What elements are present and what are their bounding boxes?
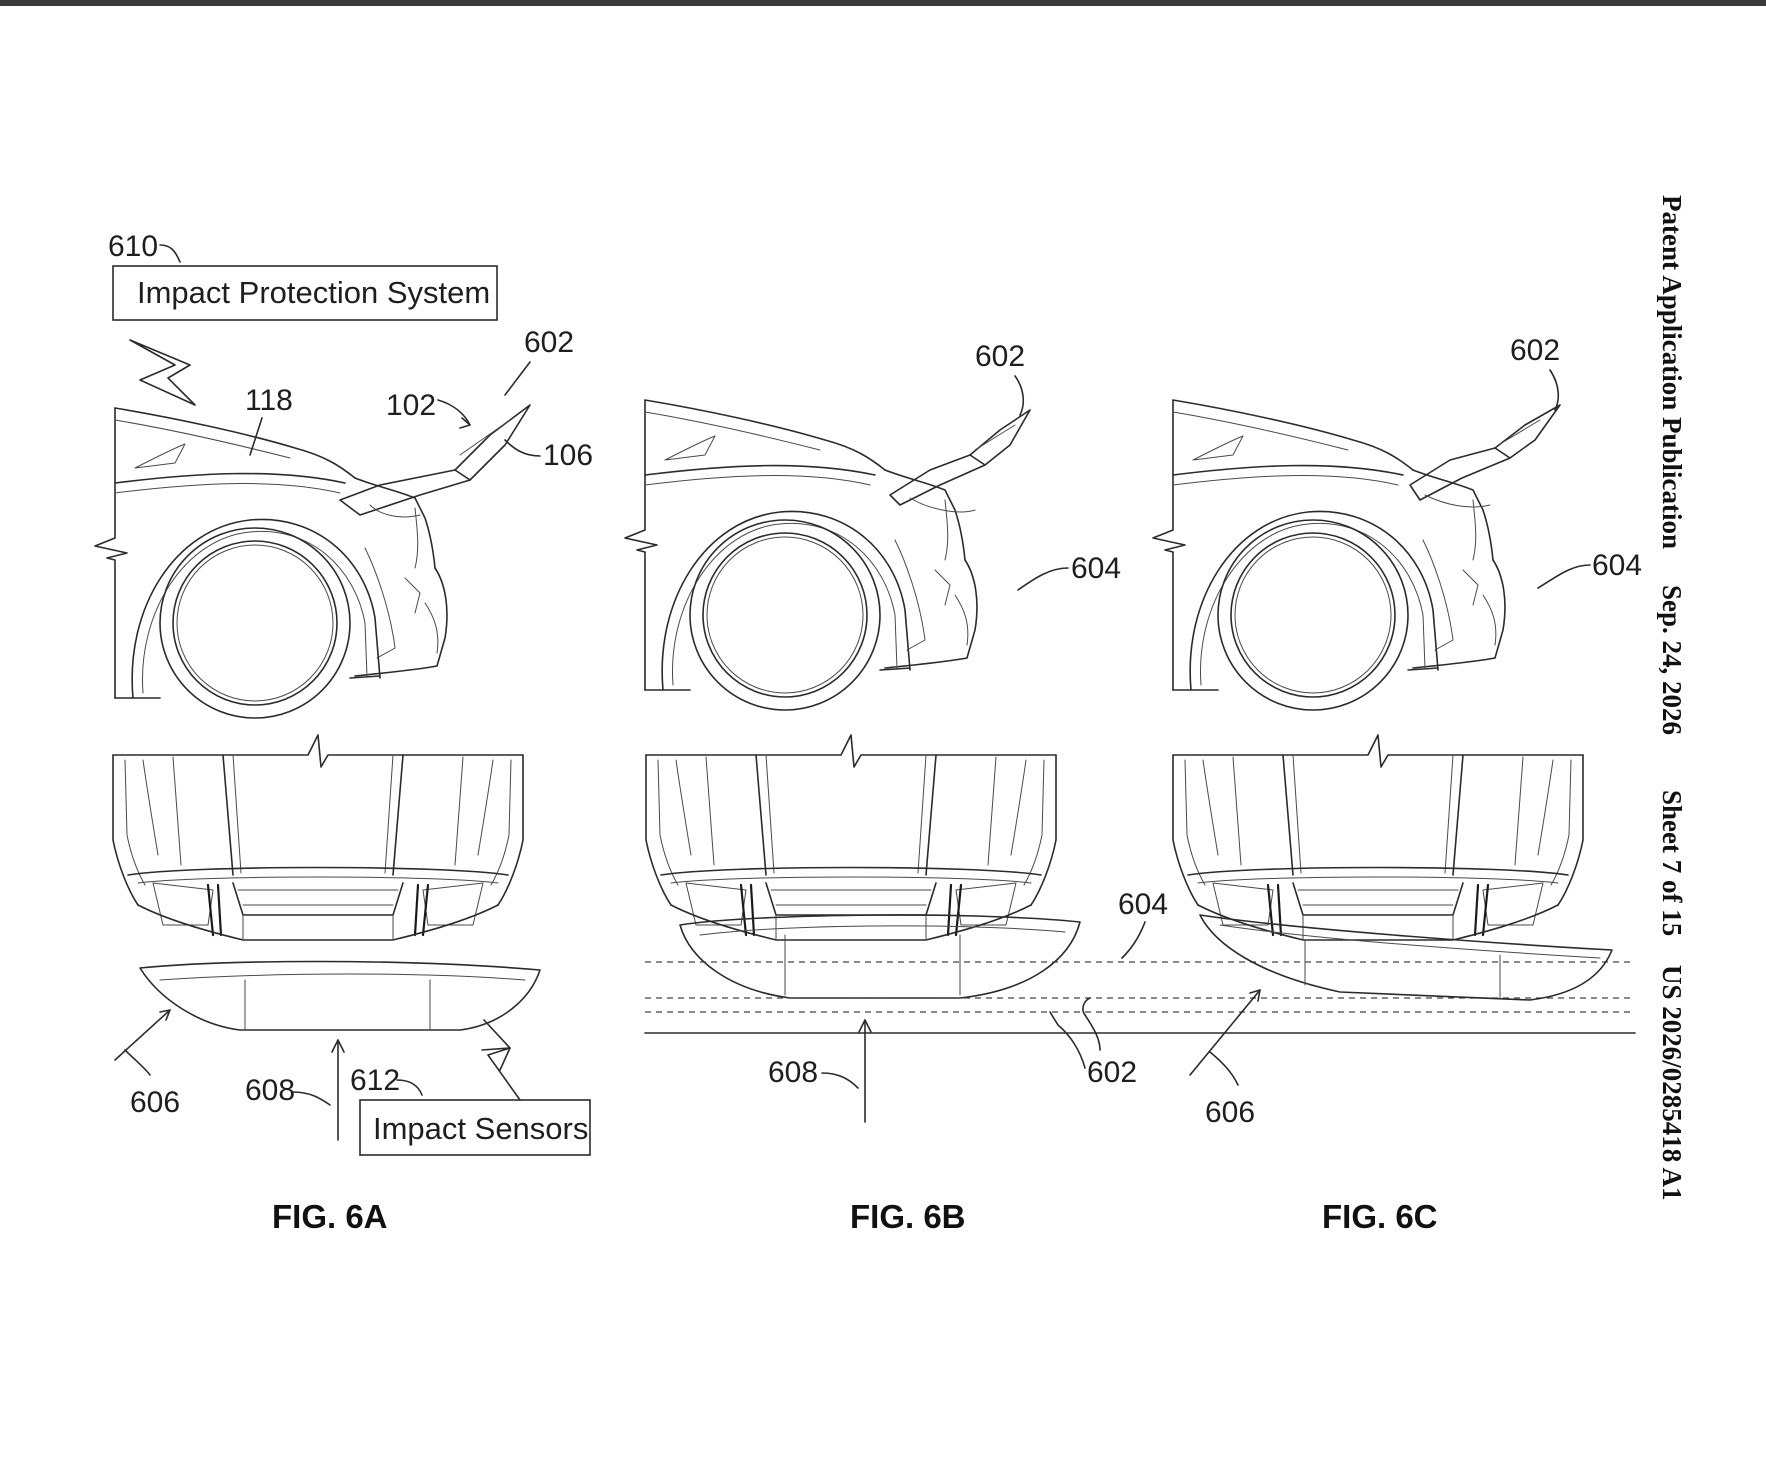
ref-608-a: 608	[245, 1074, 295, 1107]
device-602-b	[889, 454, 986, 506]
front-view-6c	[1171, 733, 1585, 942]
leader-610	[159, 244, 181, 263]
ref-612: 612	[350, 1064, 400, 1097]
ref-102: 102	[386, 389, 436, 422]
header-sheet: Sheet 7 of 15	[1657, 790, 1687, 937]
ref-118: 118	[245, 384, 293, 417]
top-border	[0, 0, 1766, 6]
splitter-604-b	[679, 914, 1081, 999]
front-view-6a	[111, 733, 525, 942]
side-view-6a	[94, 407, 448, 719]
ref-610: 610	[108, 230, 158, 263]
ref-602-a: 602	[524, 326, 574, 359]
fig-6c-caption: FIG. 6C	[1322, 1198, 1438, 1235]
ref-604-c: 604	[1592, 549, 1642, 582]
signal-bolt-icon	[129, 339, 196, 406]
patent-header: Patent Application Publication Sep. 24, …	[1657, 195, 1712, 1265]
ref-602-line: 602	[1087, 1056, 1137, 1089]
front-view-6b	[644, 733, 1058, 942]
figure-6a: Impact Protection System 610 118 102 602…	[94, 230, 593, 1235]
ref-608-b: 608	[768, 1056, 818, 1089]
splitter-606-c	[1199, 914, 1613, 1001]
device-602-a	[339, 469, 471, 516]
ref-606-c: 606	[1205, 1096, 1255, 1129]
ref-106: 106	[543, 439, 593, 472]
header-number: US 2026/0285418 A1	[1657, 965, 1687, 1201]
impact-sensors-box	[359, 1099, 591, 1156]
impact-protection-system-label: Impact Protection System	[137, 275, 490, 310]
ref-602-c: 602	[1510, 334, 1560, 367]
ref-602-b: 602	[975, 340, 1025, 373]
splitter-606-a	[139, 960, 541, 1031]
header-publication: Patent Application Publication	[1657, 195, 1687, 550]
header-date: Sep. 24, 2026	[1657, 585, 1687, 736]
figure-6c: 602 604 606 FIG. 6C	[1152, 334, 1642, 1235]
ref-604-line: 604	[1118, 888, 1168, 921]
impact-protection-system-box	[112, 265, 498, 321]
figure-6b: 602 604 604 608 602 FIG. 6B	[624, 340, 1636, 1235]
side-view-6c	[1152, 399, 1506, 711]
ref-606-a: 606	[130, 1086, 180, 1119]
ref-604-b: 604	[1071, 552, 1121, 585]
fig-6a-caption: FIG. 6A	[272, 1198, 388, 1235]
fig-6b-caption: FIG. 6B	[850, 1198, 966, 1235]
impact-sensors-label: Impact Sensors	[373, 1111, 588, 1146]
side-view-6b	[624, 399, 978, 711]
